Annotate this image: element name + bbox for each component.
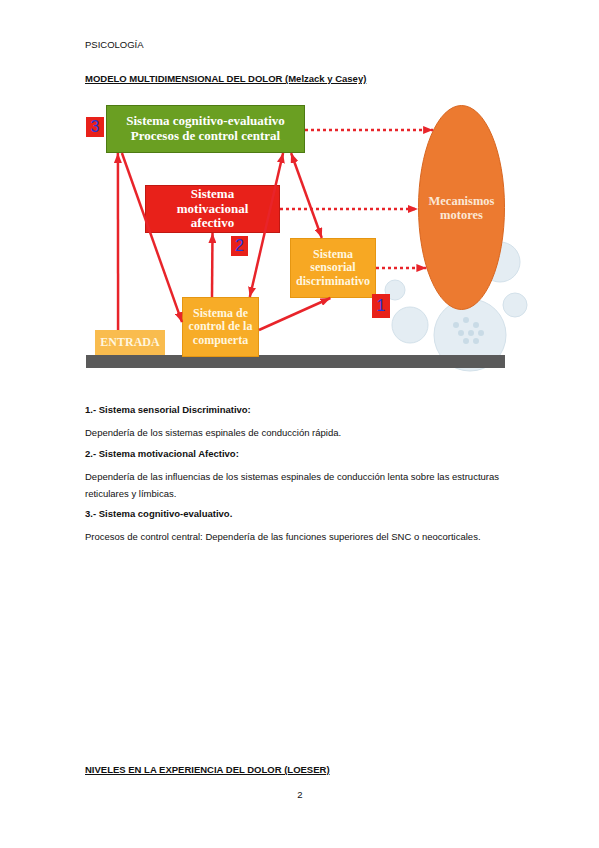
callout-number: 3 xyxy=(86,117,104,137)
dotted-arrow xyxy=(305,129,433,132)
section-title: NIVELES EN LA EXPERIENCIA DEL DOLOR (LOE… xyxy=(85,761,525,778)
page-title: MODELO MULTIDIMENSIONAL DEL DOLOR (Melza… xyxy=(85,70,525,87)
body-text: Procesos de control central: Dependería … xyxy=(85,528,515,545)
pattern-dot xyxy=(463,338,469,344)
pattern-circle xyxy=(392,307,428,343)
gate-box: Sistema de control de la compuerta xyxy=(182,297,259,357)
node-text-group: Sistema motivacional afectivo xyxy=(162,187,263,231)
ground-bar xyxy=(86,355,505,368)
pattern-dot xyxy=(453,322,459,328)
callout-number: 1 xyxy=(372,294,390,318)
dot-pattern xyxy=(453,317,484,344)
pattern-circle xyxy=(503,293,527,317)
section-heading: 3.- Sistema cognitivo-evaluativo. xyxy=(85,505,515,522)
node-label: ENTRADA xyxy=(100,336,159,349)
arrow-line xyxy=(211,233,214,297)
node-label: Sistema de control de la compuerta xyxy=(184,307,257,347)
system-box: Sistema motivacional afectivo xyxy=(145,185,280,233)
pattern-dot xyxy=(463,317,469,323)
arrow-line xyxy=(117,153,120,330)
pattern-dot xyxy=(468,330,474,336)
section-heading: 1.- Sistema sensorial Discriminativo: xyxy=(85,401,515,418)
pattern-dot xyxy=(473,322,479,328)
node-label: Sistema sensorial discriminativo xyxy=(292,248,374,288)
arrow-line xyxy=(259,298,330,330)
pattern-dot xyxy=(478,330,484,336)
dotted-arrow xyxy=(376,267,426,270)
system-box: Sistema cognitivo-evaluativo Procesos de… xyxy=(106,105,305,153)
pattern-dot xyxy=(473,338,479,344)
arrow-line xyxy=(291,153,322,238)
arrow-line xyxy=(122,153,182,322)
section-heading: 2.- Sistema motivacional Afectivo: xyxy=(85,445,515,462)
node-label: Sistema cognitivo-evaluativo Procesos de… xyxy=(111,114,300,143)
body-text: Dependería de los sistemas espinales de … xyxy=(85,424,515,441)
body-text: Dependería de las influencias de los sis… xyxy=(85,468,515,502)
pattern-circle xyxy=(434,299,506,371)
node-text-group: Mecanismos motores xyxy=(420,194,503,222)
dotted-arrow xyxy=(280,208,418,211)
node-label: Sistema motivacional afectivo xyxy=(162,187,263,231)
system-box: Sistema sensorial discriminativo xyxy=(290,238,376,298)
node-label: Mecanismos motores xyxy=(420,194,503,222)
callout-number: 2 xyxy=(231,236,248,256)
input-box: ENTRADA xyxy=(95,330,165,355)
node-text-group: ENTRADA xyxy=(100,336,159,349)
pattern-dot xyxy=(458,330,464,336)
motor-ellipse: Mecanismos motores xyxy=(418,105,505,310)
page-header: PSICOLOGÍA xyxy=(85,36,285,53)
node-text-group: Sistema sensorial discriminativo xyxy=(292,248,374,288)
node-text-group: Sistema cognitivo-evaluativo Procesos de… xyxy=(111,114,300,143)
page-number: 2 xyxy=(280,786,320,803)
node-text-group: Sistema de control de la compuerta xyxy=(184,307,257,347)
ellipse-shape xyxy=(419,106,505,310)
